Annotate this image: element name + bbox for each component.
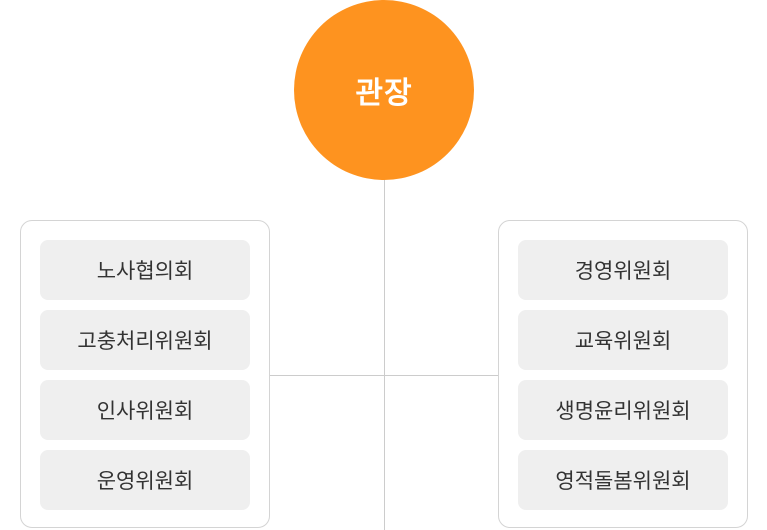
- org-item-label: 생명윤리위원회: [555, 399, 691, 423]
- horizontal-connector-line: [270, 375, 498, 376]
- director-node: 관장: [294, 0, 474, 180]
- org-item-spiritual-care-committee: 영적돌봄위원회: [518, 450, 728, 510]
- org-item-labor-council: 노사협의회: [40, 240, 250, 300]
- org-item-label: 영적돌봄위원회: [555, 469, 691, 493]
- right-committee-group: 경영위원회 교육위원회 생명윤리위원회 영적돌봄위원회: [498, 220, 748, 528]
- org-item-label: 고충처리위원회: [77, 329, 213, 353]
- org-item-label: 인사위원회: [96, 399, 194, 423]
- org-item-bioethics-committee: 생명윤리위원회: [518, 380, 728, 440]
- director-label: 관장: [355, 76, 413, 111]
- vertical-connector-line: [384, 178, 385, 530]
- org-item-label: 경영위원회: [574, 259, 672, 283]
- org-item-grievance-committee: 고충처리위원회: [40, 310, 250, 370]
- org-item-operations-committee: 운영위원회: [40, 450, 250, 510]
- org-item-label: 노사협의회: [96, 259, 194, 283]
- org-item-label: 운영위원회: [96, 469, 194, 493]
- org-item-education-committee: 교육위원회: [518, 310, 728, 370]
- org-item-management-committee: 경영위원회: [518, 240, 728, 300]
- org-item-personnel-committee: 인사위원회: [40, 380, 250, 440]
- left-committee-group: 노사협의회 고충처리위원회 인사위원회 운영위원회: [20, 220, 270, 528]
- org-item-label: 교육위원회: [574, 329, 672, 353]
